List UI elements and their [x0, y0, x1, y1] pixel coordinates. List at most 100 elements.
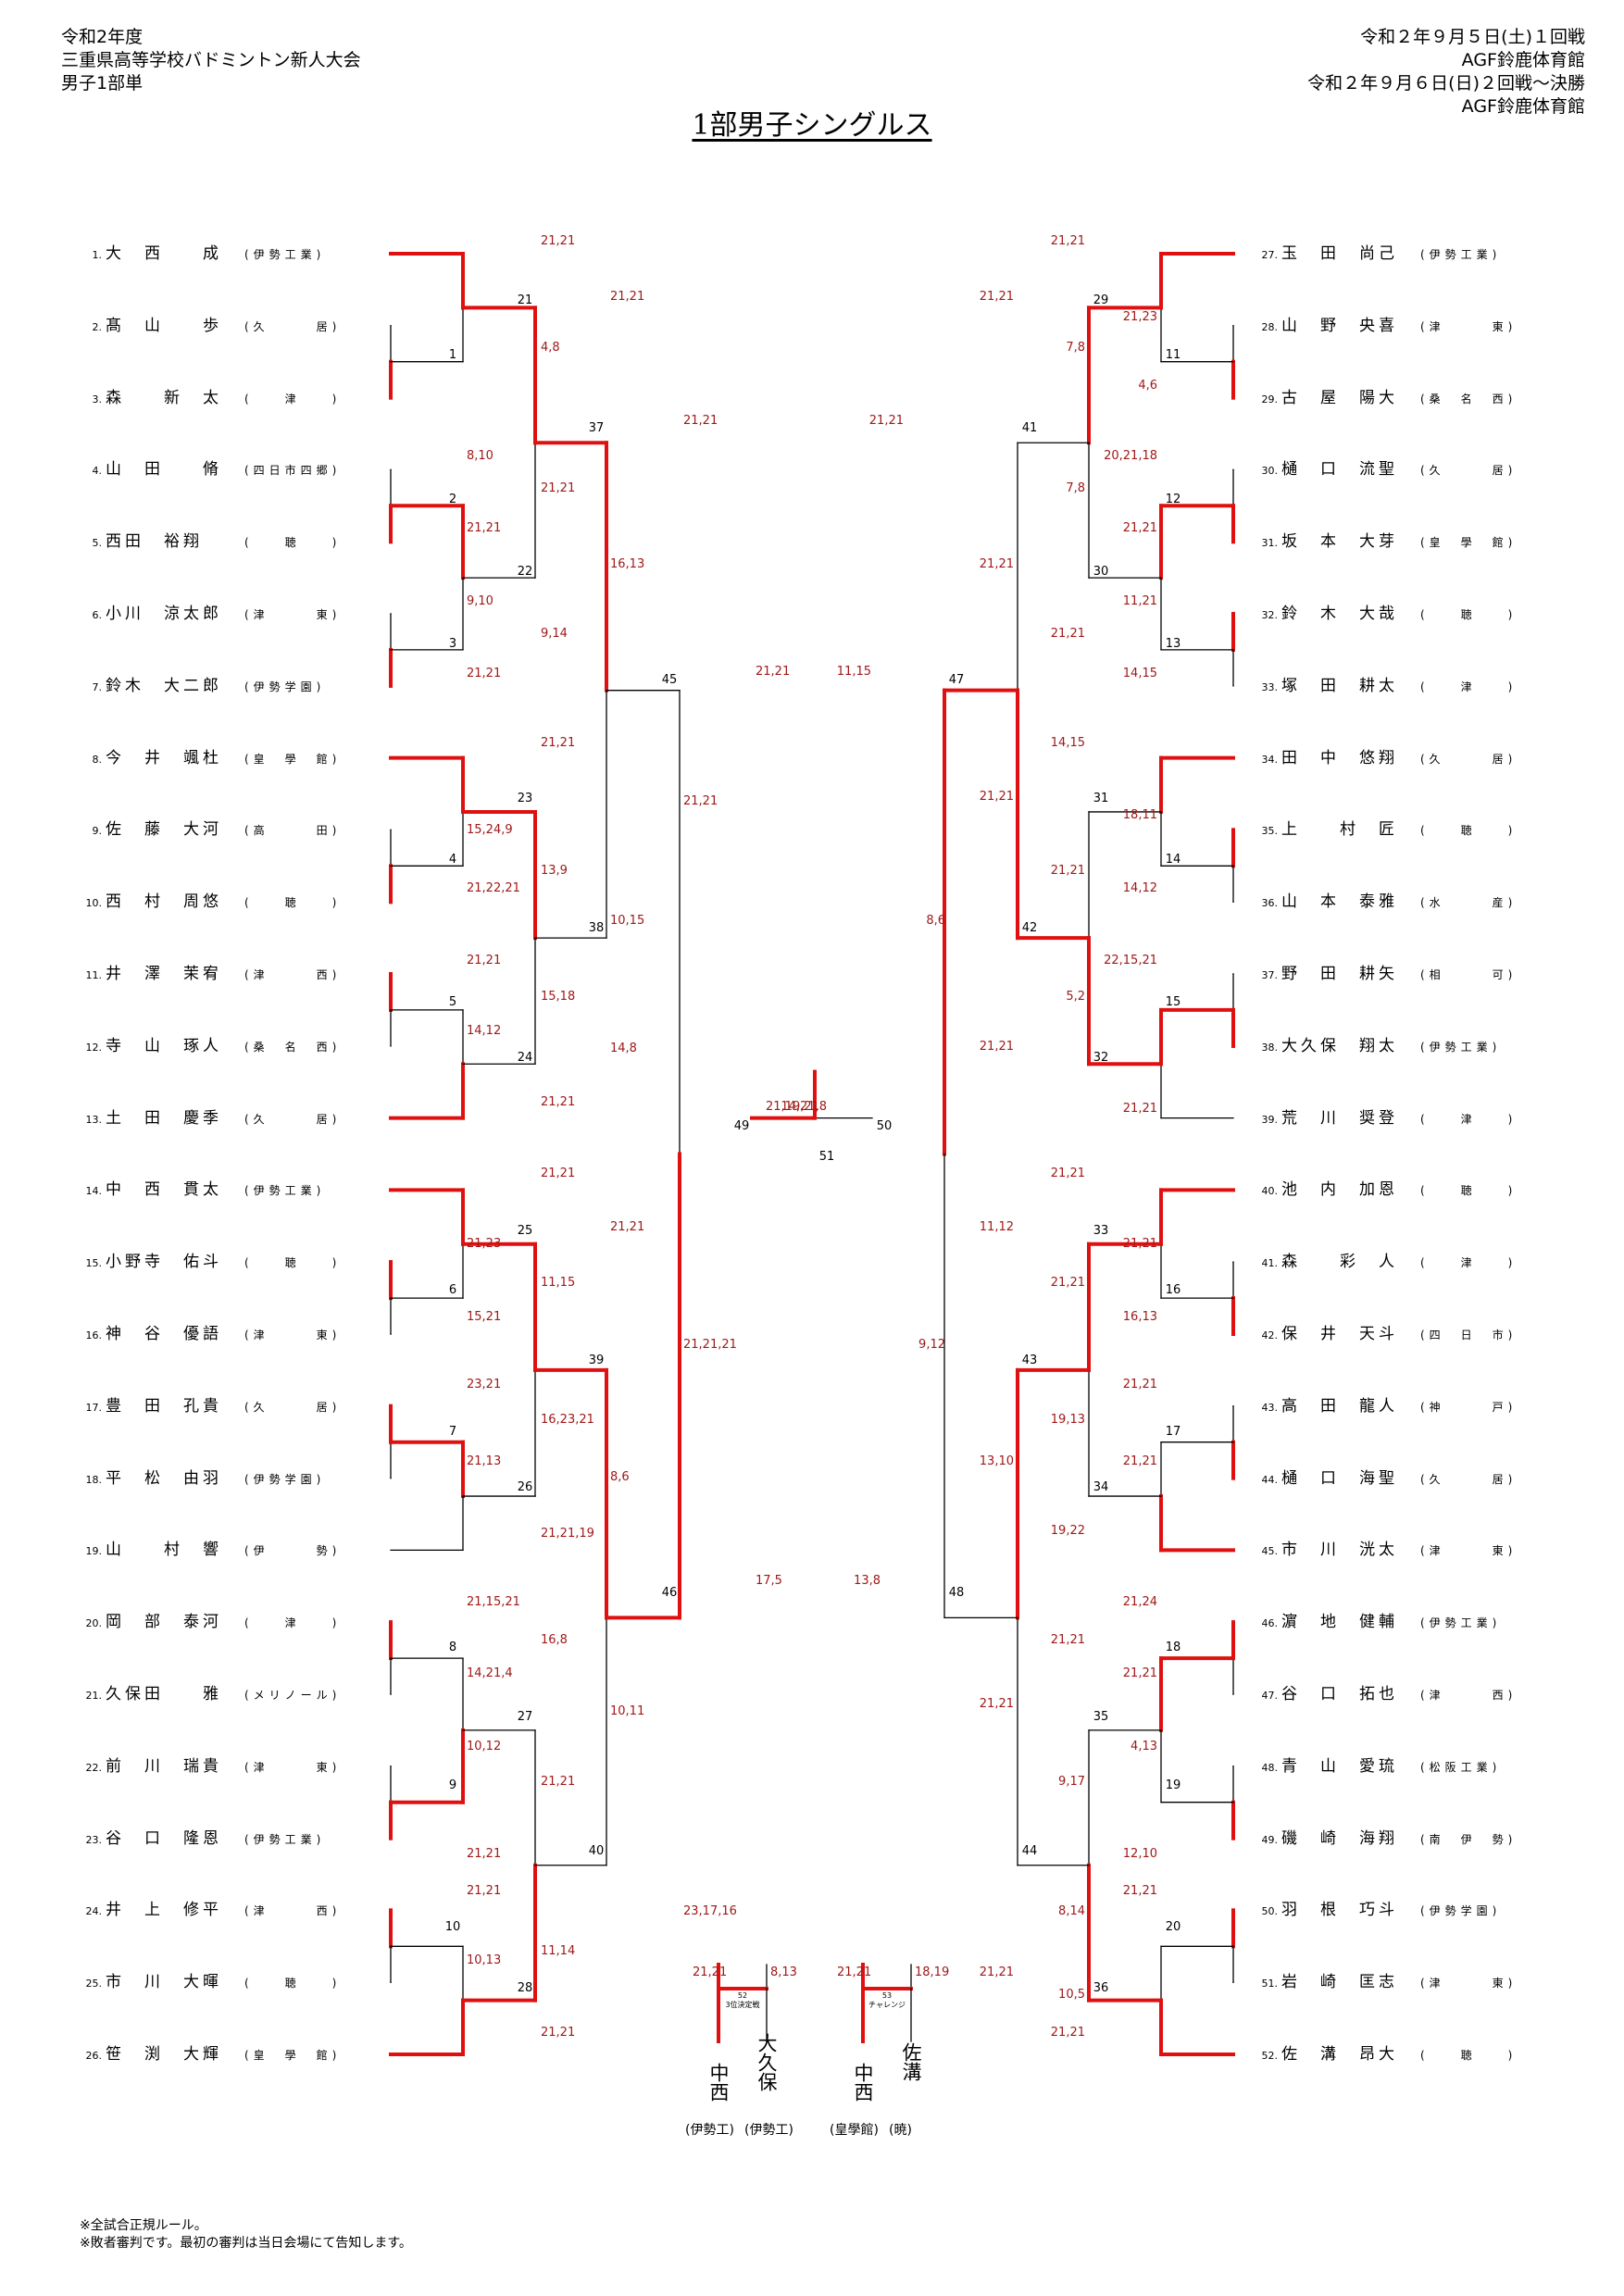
player-name: 野 田 耕矢 — [1281, 965, 1398, 983]
player-seed: 31. — [1261, 537, 1279, 550]
player-school: (伊勢工業) — [1420, 1040, 1502, 1054]
score-value: 14,15 — [1122, 667, 1157, 680]
player-left-row: 13.土 田 慶季(久 居) — [80, 1108, 341, 1129]
score-value: 14,12 — [1122, 881, 1157, 895]
player-name: 玉 田 尚己 — [1281, 244, 1398, 263]
player-name: 池 内 加恩 — [1281, 1180, 1398, 1200]
player-name: 上 村 匠 — [1281, 820, 1398, 840]
score-value: 7,8 — [1066, 341, 1085, 355]
player-seed: 49. — [1261, 1833, 1279, 1846]
score-value: 21,22,21 — [467, 881, 520, 895]
player-left-row: 15.小野寺 佑斗( 聴 ) — [80, 1252, 341, 1272]
playoff-player-a: 中西 — [852, 2063, 874, 2102]
match-number: 21 — [517, 293, 533, 307]
match-number: 20 — [1165, 1920, 1181, 1934]
player-name: 森 新 太 — [106, 388, 222, 407]
score-value: 17,5 — [756, 1574, 782, 1588]
header-date-2: 令和２年９月６日(日)２回戦～決勝 — [1307, 73, 1585, 94]
player-right-row: 36.山 本 泰雅(水 産) — [1255, 892, 1517, 912]
playoff-score-a: 21,21 — [837, 1965, 872, 1979]
player-left-row: 23.谷 口 隆恩(伊勢工業) — [80, 1828, 325, 1849]
score-value: 8,14 — [1058, 1904, 1085, 1918]
score-value: 21,21 — [1122, 1454, 1157, 1468]
match-number: 50 — [876, 1119, 893, 1133]
score-value: 9,14 — [541, 627, 568, 641]
score-value: 21,21 — [467, 1884, 502, 1898]
player-school: (相 可) — [1420, 968, 1518, 981]
footnote-referee: ※敗者審判です。最初の審判は当日会場にて告知します。 — [80, 2236, 412, 2251]
player-school: (四日市四郷) — [244, 464, 342, 478]
player-seed: 26. — [85, 2050, 103, 2062]
match-number: 37 — [588, 421, 605, 435]
playoff-number: 52 — [737, 1991, 748, 2000]
player-name: 山 本 泰雅 — [1281, 892, 1398, 912]
player-school: (久 居) — [1420, 752, 1518, 766]
header-tournament: 三重県高等学校バドミントン新人大会 — [61, 50, 361, 70]
player-seed: 2. — [92, 320, 103, 333]
score-value: 21,23 — [1122, 310, 1157, 324]
score-value: 9,10 — [467, 594, 493, 608]
match-number: 33 — [1093, 1224, 1109, 1238]
score-value: 21,21 — [979, 290, 1014, 304]
score-value: 4,13 — [1131, 1740, 1157, 1753]
player-name: 市 川 大暉 — [106, 1973, 222, 1992]
player-seed: 15. — [85, 1257, 103, 1270]
player-seed: 7. — [92, 680, 103, 693]
player-school: (皇 學 館) — [1420, 536, 1518, 550]
score-value: 21,21,19 — [541, 1527, 594, 1541]
player-school: (津 東) — [244, 608, 342, 621]
player-name: 谷 口 隆恩 — [106, 1828, 222, 1848]
player-seed: 14. — [85, 1185, 103, 1198]
player-school: (皇 學 館) — [244, 2049, 342, 2062]
playoff-school-a: (伊勢工) — [685, 2123, 734, 2138]
player-school: (久 居) — [244, 319, 342, 333]
score-value: 9,17 — [1058, 1775, 1085, 1789]
player-left-row: 8.今 井 颯杜(皇 學 館) — [80, 748, 341, 768]
player-school: ( 聴 ) — [1420, 1184, 1518, 1198]
player-school: (桑 名 西) — [244, 1040, 342, 1054]
score-value: 14,8 — [610, 1042, 637, 1055]
player-name: 井 澤 茉宥 — [106, 965, 222, 983]
player-name: 井 上 修平 — [106, 1901, 222, 1920]
player-school: (桑 名 西) — [1420, 392, 1518, 406]
player-school: ( 聴 ) — [1420, 608, 1518, 621]
player-right-row: 37.野 田 耕矢(相 可) — [1255, 964, 1517, 984]
match-number: 17 — [1165, 1425, 1181, 1439]
match-number: 10 — [444, 1920, 461, 1934]
score-value: 14,12 — [467, 1024, 502, 1038]
match-number: 39 — [588, 1354, 605, 1367]
player-school: (高 田) — [244, 824, 342, 838]
score-value: 16,23,21 — [541, 1413, 594, 1427]
player-school: (伊勢工業) — [244, 1184, 326, 1198]
player-right-row: 31.坂 本 大芽(皇 學 館) — [1255, 531, 1517, 552]
player-seed: 8. — [92, 753, 103, 766]
player-school: (伊勢工業) — [1420, 248, 1502, 261]
player-name: 古 屋 陽大 — [1281, 388, 1398, 407]
score-value: 15,18 — [541, 990, 576, 1004]
score-value: 8,10 — [467, 449, 493, 463]
score-value: 10,15 — [610, 914, 645, 928]
player-left-row: 7.鈴木 大二郎(伊勢学園) — [80, 676, 325, 696]
player-left-row: 16.神 谷 優語(津 東) — [80, 1324, 341, 1344]
player-name: 濵 地 健輔 — [1281, 1613, 1398, 1632]
score-value: 21,21 — [1122, 1102, 1157, 1116]
player-school: (伊勢工業) — [1420, 1616, 1502, 1630]
score-value: 19,13 — [1050, 1413, 1085, 1427]
player-seed: 42. — [1261, 1329, 1279, 1341]
score-value: 10,12 — [467, 1740, 502, 1753]
match-number: 14 — [1165, 853, 1181, 867]
match-number: 15 — [1165, 995, 1181, 1009]
player-name: 豊 田 孔貴 — [106, 1396, 222, 1416]
match-number: 45 — [661, 673, 678, 687]
player-left-row: 6.小川 涼太郎(津 東) — [80, 604, 341, 624]
playoff-number: 53 — [881, 1991, 893, 2000]
header-venue-2: AGF鈴鹿体育館 — [1461, 96, 1585, 117]
score-value: 21,21 — [541, 736, 576, 750]
player-left-row: 21.久保田 雅(メリノール) — [80, 1684, 341, 1704]
match-number: 25 — [517, 1224, 533, 1238]
player-left-row: 4.山 田 脩(四日市四郷) — [80, 459, 341, 480]
score-value: 21,21 — [1050, 1276, 1085, 1290]
match-number: 11 — [1165, 348, 1181, 362]
match-number: 13 — [1165, 637, 1181, 651]
score-value: 23,21 — [467, 1378, 502, 1391]
